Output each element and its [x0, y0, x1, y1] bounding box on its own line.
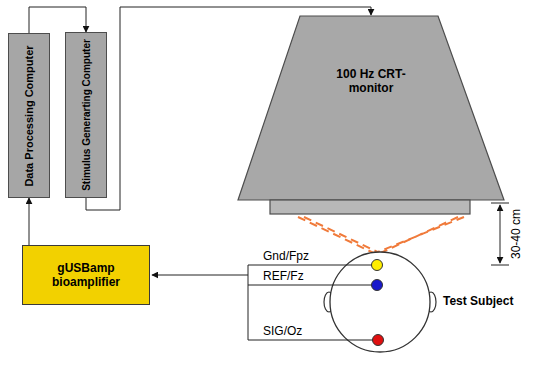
- node-label: Data Processing Computer: [23, 45, 35, 186]
- electrode-label: Gnd/Fpz: [262, 249, 310, 263]
- computer-box: Data Processing Computer: [8, 33, 50, 198]
- electrode-label: REF/Fz: [262, 269, 305, 283]
- distance-dimension: [491, 203, 509, 265]
- head: [324, 252, 436, 352]
- monitor-outline: [237, 15, 505, 215]
- computer-box: Stimulus Generarting Computer: [65, 32, 107, 198]
- electrode-label: SIG/Oz: [262, 324, 303, 338]
- amplifier-box: gUSBamp bioamplifier: [22, 245, 150, 305]
- signal-connector: [29, 7, 86, 33]
- subject-label: Test Subject: [442, 294, 514, 308]
- ground-electrode: [372, 260, 383, 271]
- signal-electrode: [373, 335, 384, 346]
- crt-monitor: 100 Hz CRT-monitor: [237, 15, 505, 215]
- dimension-label: 30-40 cm: [509, 208, 523, 260]
- node-label: gUSBamp bioamplifier: [38, 261, 134, 289]
- electrode-wires: [152, 265, 373, 340]
- node-label: Stimulus Generarting Computer: [81, 39, 92, 191]
- reference-electrode: [372, 280, 383, 291]
- sight-lines: [298, 217, 464, 256]
- signal-connector: [29, 198, 30, 245]
- node-label: 100 Hz CRT-monitor: [329, 67, 413, 95]
